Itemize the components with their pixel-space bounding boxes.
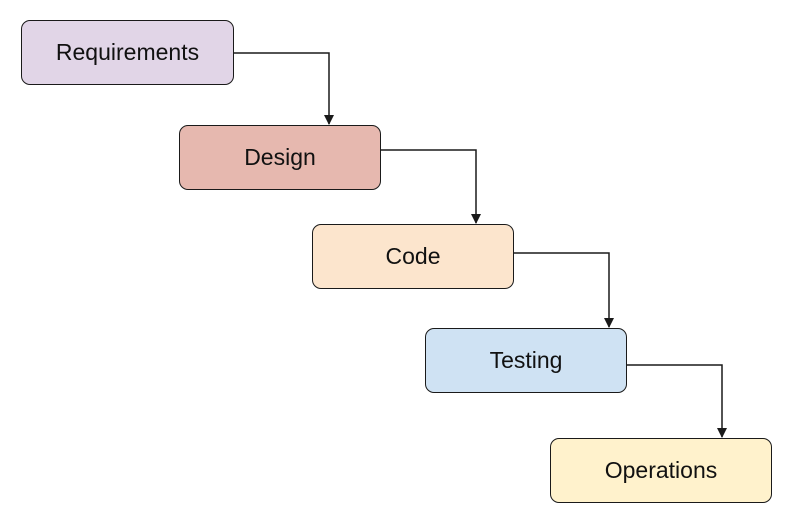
stage-label: Testing [489,347,563,373]
connector-testing-to-operations [627,364,727,438]
stage-label: Design [244,144,316,170]
connector-code-to-testing [514,252,614,328]
stage-operations: Operations [550,438,772,503]
stage-testing: Testing [425,328,627,393]
connector-design-to-code [381,149,481,224]
stage-code: Code [312,224,514,289]
stage-label: Requirements [55,39,200,65]
stage-design: Design [179,125,381,190]
stage-label: Operations [604,457,718,483]
stage-label: Code [385,243,441,269]
connector-requirements-to-design [234,52,334,125]
stage-requirements: Requirements [21,20,234,85]
